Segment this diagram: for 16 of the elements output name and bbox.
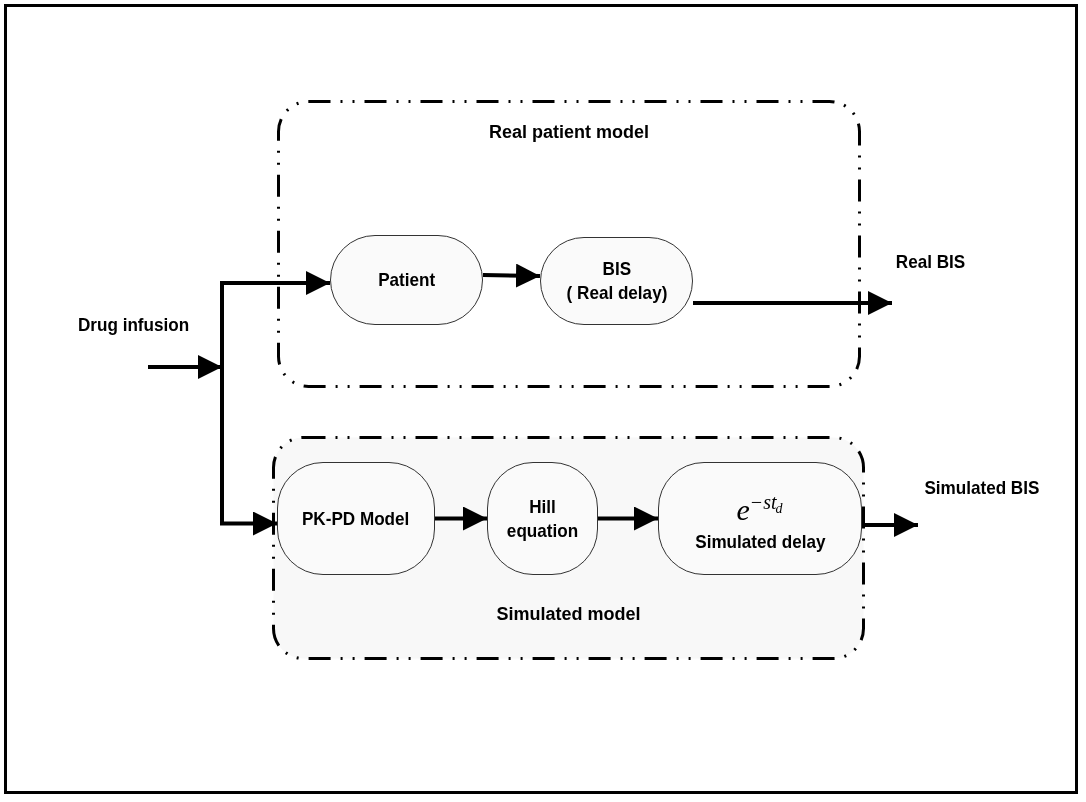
input-label: Drug infusion: [78, 313, 190, 337]
arrow: [482, 263, 541, 288]
arrow: [148, 355, 222, 379]
output-label: Simulated BIS: [924, 476, 1040, 500]
arrow: [435, 506, 487, 531]
model-group: [272, 436, 865, 660]
process-block: PK-PD Model: [277, 462, 435, 575]
model-group: [277, 100, 861, 388]
arrow: [220, 271, 330, 367]
process-block: Patient: [330, 235, 483, 325]
group-title: Simulated model: [495, 604, 642, 625]
output-label: Real BIS: [895, 250, 966, 274]
process-block: BIS ( Real delay): [540, 237, 693, 325]
group-title: Real patient model: [488, 122, 650, 143]
arrow: [598, 506, 658, 531]
arrow: [693, 291, 892, 315]
